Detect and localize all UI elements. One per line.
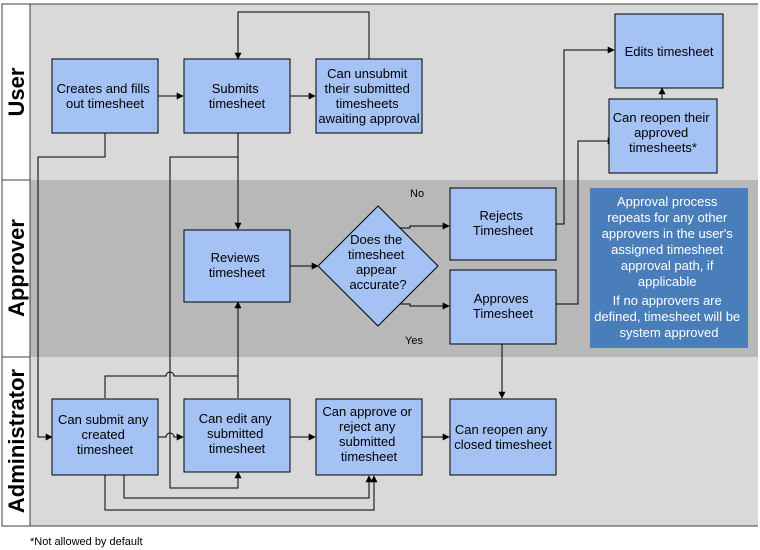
edge-admin-submit-to-admin-edit xyxy=(158,432,184,441)
node-label: Can edit any submitted timesheet xyxy=(199,411,276,456)
edge-admin-submit-to-admin-approve xyxy=(123,475,373,499)
node-admin-edit: Can edit any submitted timesheet xyxy=(183,398,291,473)
node-unsubmit-timesheets: Can unsubmit their submitted timesheets … xyxy=(315,58,423,134)
info-box-approval-process: Approval process repeats for any other a… xyxy=(590,188,748,348)
node-edits-timesheet: Edits timesheet xyxy=(614,13,724,89)
node-admin-submit: Can submit any created timesheet xyxy=(51,398,159,476)
node-label: Creates and fills out timesheet xyxy=(57,81,154,111)
lane-label-user: User xyxy=(4,67,29,116)
edge-admin-submit-to-reviews xyxy=(104,371,238,398)
node-label: Submits timesheet xyxy=(209,81,266,111)
connectors xyxy=(37,11,666,511)
node-decision-accurate: Does the timesheet appear accurate? xyxy=(317,205,439,327)
branch-label-yes: Yes xyxy=(405,335,423,347)
node-label: Does the timesheet appear accurate? xyxy=(348,232,408,292)
node-reopen-approved: Can reopen their approved timesheets* xyxy=(608,98,718,174)
edge-approves-to-reopen xyxy=(556,137,615,305)
node-admin-approve: Can approve or reject any submitted time… xyxy=(315,398,423,476)
node-label: Can approve or reject any submitted time… xyxy=(322,404,415,464)
branch-label-no: No xyxy=(410,188,424,200)
node-submit-timesheet: Submits timesheet xyxy=(183,58,291,134)
edge-unsubmit-to-submit xyxy=(234,11,370,60)
lane-label-approver: Approver xyxy=(4,219,29,317)
lane-label-administrator: Administrator xyxy=(4,368,29,513)
node-reviews-timesheet: Reviews timesheet xyxy=(183,229,291,303)
node-label: Rejects Timesheet xyxy=(473,208,534,238)
info-box-text: Approval process repeats for any other a… xyxy=(594,194,744,340)
edge-create-to-admin-submit xyxy=(37,133,106,441)
node-rejects-timesheet: Rejects Timesheet xyxy=(449,187,557,261)
edge-rejects-to-edits xyxy=(556,46,615,225)
node-label: Can unsubmit their submitted timesheets … xyxy=(318,66,419,126)
node-create-timesheet: Creates and fills out timesheet xyxy=(51,58,159,134)
node-label: Can reopen their approved timesheets* xyxy=(613,110,713,155)
node-label: Approves Timesheet xyxy=(473,291,534,321)
node-admin-reopen: Can reopen any closed timesheet xyxy=(449,398,557,476)
node-label: Can submit any created timesheet xyxy=(58,412,152,457)
node-label: Reviews timesheet xyxy=(209,250,266,280)
edge-admin-submit-to-admin-approve-2 xyxy=(104,475,378,511)
edge-submit-to-admin-edit xyxy=(169,156,242,489)
node-approves-timesheet: Approves Timesheet xyxy=(449,269,557,345)
node-label: Edits timesheet xyxy=(625,44,714,59)
footnote: *Not allowed by default xyxy=(30,536,143,548)
node-label: Can reopen any closed timesheet xyxy=(454,422,552,452)
